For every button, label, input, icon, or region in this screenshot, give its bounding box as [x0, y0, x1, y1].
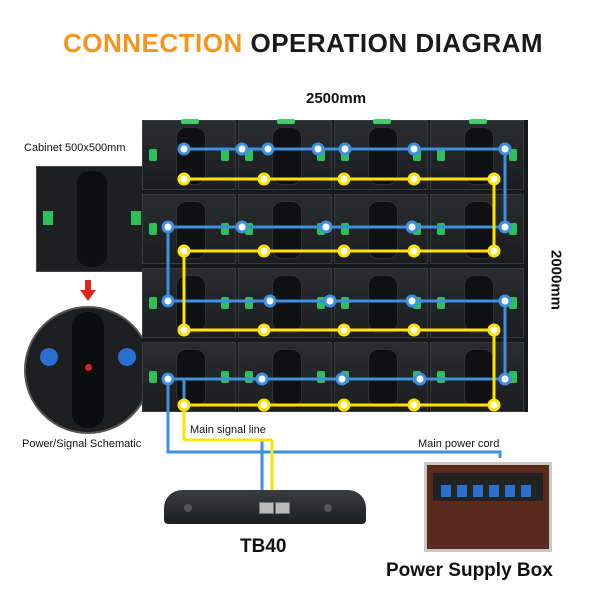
signal-node — [319, 220, 333, 234]
power-box-name: Power Supply Box — [386, 560, 553, 581]
signal-node — [177, 142, 191, 156]
signal-node — [311, 142, 325, 156]
power-node — [337, 398, 351, 412]
power-node — [407, 398, 421, 412]
cabinet-photo — [36, 166, 148, 272]
title-accent: CONNECTION — [62, 28, 243, 58]
power-supply-box — [424, 462, 552, 552]
title-rest: OPERATION DIAGRAM — [250, 28, 544, 58]
width-label: 2500mm — [306, 90, 367, 107]
power-node — [257, 398, 271, 412]
signal-node — [161, 294, 175, 308]
power-node — [487, 398, 501, 412]
signal-node — [235, 142, 249, 156]
power-node — [177, 244, 191, 258]
power-node — [177, 323, 191, 337]
signal-node — [338, 142, 352, 156]
cabinet-label: Cabinet 500x500mm — [24, 142, 126, 154]
power-node — [337, 323, 351, 337]
signal-node — [405, 294, 419, 308]
diagram-title: CONNECTION OPERATION DIAGRAM — [0, 28, 606, 59]
signal-node — [405, 220, 419, 234]
signal-line — [166, 147, 507, 458]
power-node — [487, 244, 501, 258]
power-cord-label: Main power cord — [418, 438, 500, 450]
power-node — [407, 172, 421, 186]
ethernet-port — [259, 502, 274, 514]
power-node — [337, 172, 351, 186]
schematic-photo — [24, 306, 152, 434]
power-node — [337, 244, 351, 258]
tb40-controller — [164, 490, 366, 524]
signal-node — [161, 220, 175, 234]
signal-node — [161, 372, 175, 386]
signal-node — [335, 372, 349, 386]
signal-node — [498, 220, 512, 234]
power-node — [407, 323, 421, 337]
signal-node — [263, 294, 277, 308]
power-node — [257, 244, 271, 258]
power-node — [407, 244, 421, 258]
power-node — [177, 398, 191, 412]
ethernet-port — [275, 502, 290, 514]
signal-line-label: Main signal line — [190, 424, 266, 436]
power-node — [487, 172, 501, 186]
signal-node — [407, 142, 421, 156]
signal-node — [235, 220, 249, 234]
down-arrow-icon — [80, 280, 96, 301]
signal-node — [413, 372, 427, 386]
controller-name: TB40 — [240, 536, 287, 557]
signal-node — [498, 142, 512, 156]
signal-node — [498, 372, 512, 386]
signal-node — [261, 142, 275, 156]
power-node — [487, 323, 501, 337]
schematic-label: Power/Signal Schematic — [22, 438, 142, 450]
power-node — [257, 172, 271, 186]
power-node — [257, 323, 271, 337]
power-node — [177, 172, 191, 186]
signal-node — [498, 294, 512, 308]
signal-node — [255, 372, 269, 386]
signal-node — [323, 294, 337, 308]
